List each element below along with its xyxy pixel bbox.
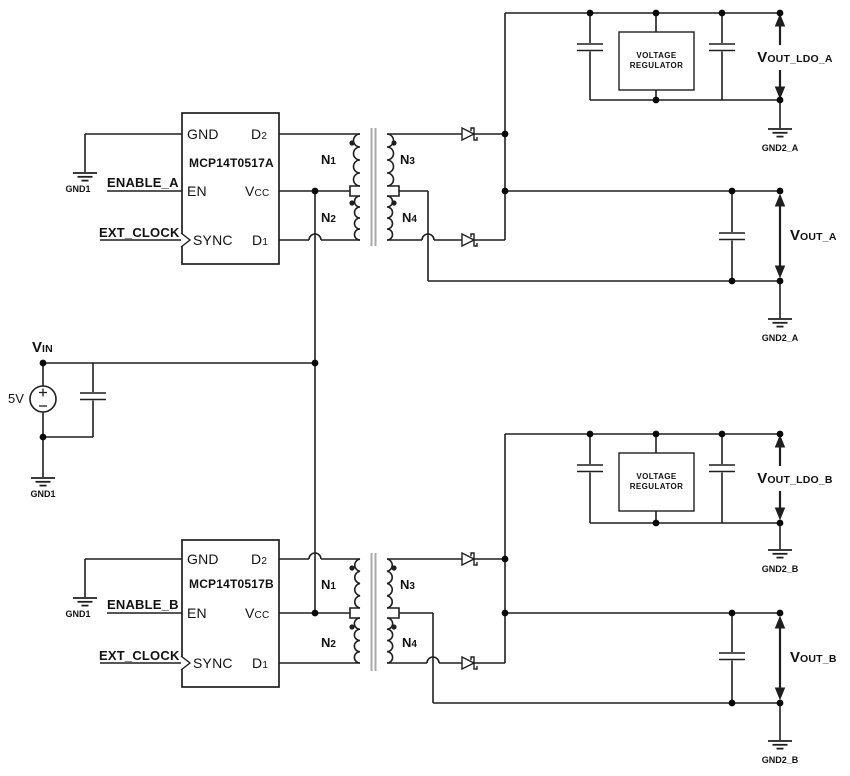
- ic-a-pin-vcc: VCC: [245, 183, 270, 199]
- ic-a-pin-sync: SYNC: [193, 232, 233, 248]
- diode-a-bottom-icon: [461, 232, 478, 248]
- ic-b-pin-gnd: GND: [187, 551, 219, 567]
- gnd2-a-ldo-symbol: [768, 128, 792, 138]
- vout-b-label: VOUT_B: [790, 649, 837, 666]
- vout-a-label: VOUT_A: [790, 227, 837, 244]
- ic-b-name: MCP14T0517B: [189, 577, 274, 591]
- clock-input-b-icon: [180, 655, 192, 671]
- vin-source-icon: [29, 385, 57, 413]
- winding-n1: [354, 558, 361, 609]
- ldo-a-capacitor-left-icon: [577, 13, 603, 100]
- polarity-dot: [391, 624, 397, 630]
- polarity-dot: [349, 200, 355, 206]
- voltage-regulator-a-label: VOLTAGE REGULATOR: [629, 51, 684, 70]
- winding-n3-a-label: N3: [400, 152, 415, 167]
- winding-n4-a-label: N4: [402, 210, 417, 225]
- vout-ldo-b-arrow: [774, 434, 786, 521]
- vout-ldo-b-label: VOUT_LDO_B: [742, 470, 848, 488]
- vin-capacitor-icon: [80, 363, 106, 437]
- ic-b-pin-d1: D1: [252, 655, 269, 671]
- voltage-regulator-a-outline: [618, 31, 695, 91]
- ic-b-pin-d2: D2: [251, 551, 268, 567]
- voltage-regulator-b-outline: [618, 452, 695, 512]
- gnd1-a-symbol: [73, 172, 97, 182]
- enable-a-label: ENABLE_A: [107, 175, 179, 190]
- ic-b-pin-vcc: VCC: [245, 605, 270, 621]
- gnd2-b-symbol: [768, 740, 792, 750]
- transformer-a: [349, 128, 400, 246]
- gnd1-vin-label: GND1: [30, 489, 56, 499]
- polarity-dot: [349, 565, 355, 571]
- winding-n2-a-label: N2: [321, 210, 336, 225]
- polarity-dot: [349, 140, 355, 146]
- ldo-b-capacitor-left-icon: [577, 434, 603, 523]
- ic-a-pin-gnd: GND: [187, 126, 219, 142]
- vin-label: VIN: [32, 339, 53, 356]
- vout-a-arrow: [774, 193, 786, 279]
- polarity-dot: [391, 200, 397, 206]
- gnd1-vin-symbol: [31, 477, 55, 487]
- winding-n2: [353, 617, 361, 664]
- voltage-regulator-b-label: VOLTAGE REGULATOR: [629, 472, 684, 491]
- ic-a-name: MCP14T0517A: [189, 156, 274, 170]
- clock-input-a-icon: [180, 232, 192, 248]
- ic-a-box: [181, 112, 280, 265]
- ext-clock-a-label: EXT_CLOCK: [99, 225, 180, 240]
- vout-ldo-a-label: VOUT_LDO_A: [742, 49, 848, 67]
- vout-b-arrow: [774, 615, 786, 701]
- vout-a-capacitor-icon: [719, 191, 745, 281]
- winding-n1: [352, 133, 361, 187]
- gnd1-b-symbol: [73, 597, 97, 607]
- gnd1-b-label: GND1: [65, 609, 91, 619]
- channel-b-wires: [84, 433, 781, 740]
- ic-a-pin-en: EN: [187, 183, 207, 199]
- polarity-dot: [349, 624, 355, 630]
- diode-b-bottom-icon: [461, 655, 478, 671]
- ic-b-pin-en: EN: [187, 605, 207, 621]
- gnd2-b-label: GND2_B: [761, 755, 799, 765]
- winding-n1-a-label: N1: [321, 152, 336, 167]
- winding-n1-b-label: N1: [321, 577, 336, 592]
- gnd2-a-symbol: [768, 318, 792, 328]
- gnd1-a-label: GND1: [65, 184, 91, 194]
- vout-ldo-a-arrow: [774, 13, 786, 100]
- source-value-label: 5V: [8, 391, 24, 406]
- winding-n4-b-label: N4: [402, 635, 417, 650]
- vin-wires: [42, 191, 316, 613]
- polarity-dot: [391, 140, 397, 146]
- winding-n2: [353, 195, 361, 241]
- ic-a-pin-d2: D2: [251, 126, 268, 142]
- gnd2-b-ldo-symbol: [768, 549, 792, 559]
- winding-n4: [386, 617, 394, 664]
- winding-n3: [386, 558, 393, 609]
- gnd2-b-ldo-label: GND2_B: [761, 564, 799, 574]
- polarity-dot: [391, 565, 397, 571]
- ic-b-pin-sync: SYNC: [193, 655, 233, 671]
- gnd2-a-label: GND2_A: [761, 333, 799, 343]
- winding-n4: [386, 195, 394, 241]
- ic-b-box: [181, 539, 280, 688]
- winding-n3-b-label: N3: [400, 577, 415, 592]
- winding-n2-b-label: N2: [321, 635, 336, 650]
- diode-a-top-icon: [461, 126, 478, 142]
- ic-a-pin-d1: D1: [252, 232, 269, 248]
- ldo-b-capacitor-right-icon: [709, 434, 735, 523]
- ldo-a-capacitor-right-icon: [709, 13, 735, 100]
- gnd2-a-ldo-label: GND2_A: [761, 143, 799, 153]
- enable-b-label: ENABLE_B: [107, 597, 179, 612]
- ext-clock-b-label: EXT_CLOCK: [99, 648, 180, 663]
- vout-b-capacitor-icon: [719, 613, 745, 703]
- junction-dots: [39, 9, 784, 707]
- transformer-b: [349, 553, 400, 671]
- diode-b-top-icon: [461, 551, 478, 567]
